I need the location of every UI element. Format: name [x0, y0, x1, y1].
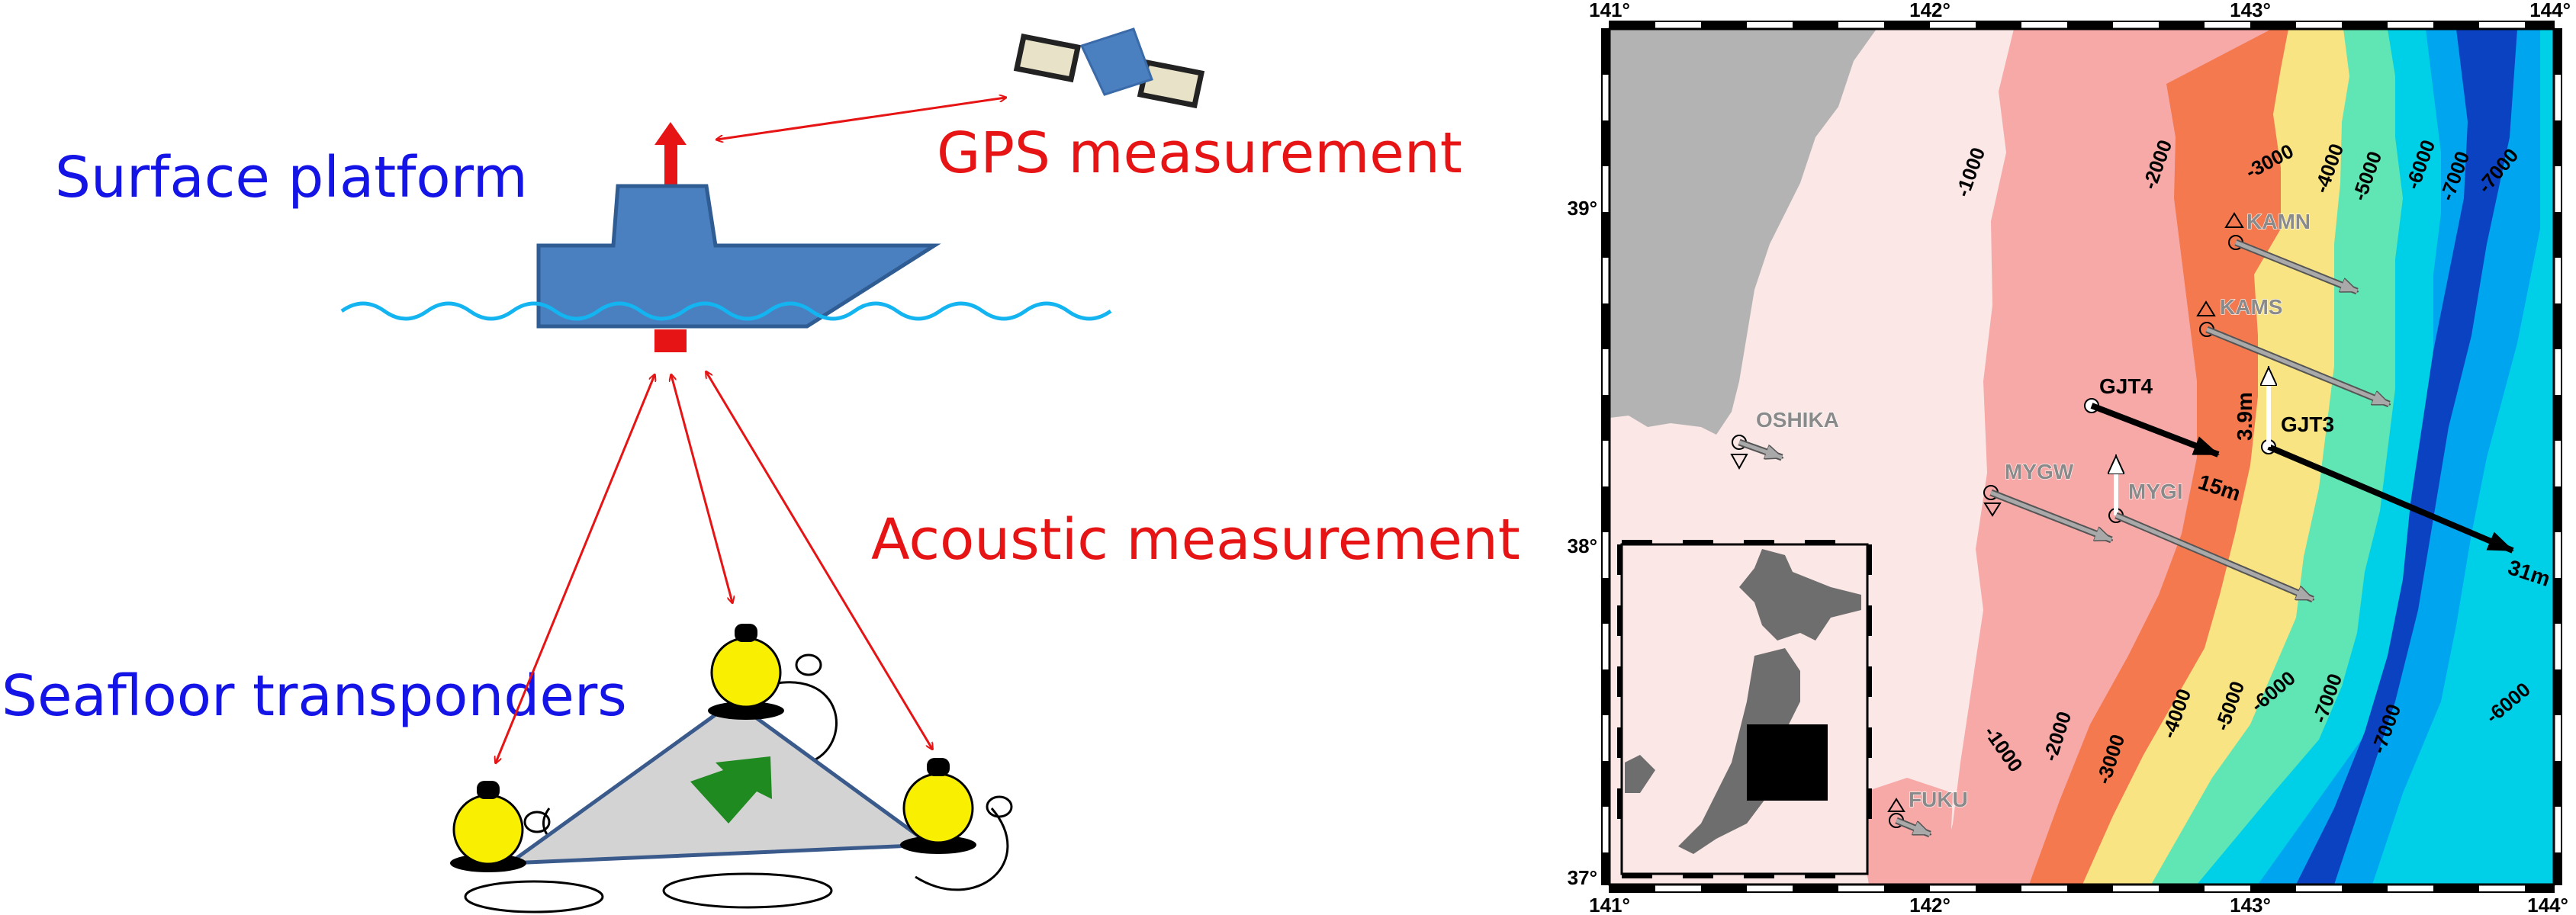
station-mygi: MYGI [2109, 454, 2313, 603]
study-area-box [1747, 724, 1828, 801]
station-mygw: MYGW [1983, 459, 2111, 544]
land-region [1610, 29, 1877, 435]
station-label: OSHIKA [1756, 408, 1839, 432]
lon-tick-bottom: 143° [2230, 894, 2271, 915]
seafloor-network [464, 681, 1009, 913]
surface-platform-label: Surface platform [55, 145, 528, 210]
lon-tick-bottom: 142° [1909, 894, 1950, 915]
lon-tick-top: 143° [2230, 0, 2271, 21]
lat-tick: 37° [1568, 866, 1597, 889]
sea-surface-waves [340, 301, 1112, 321]
station-kams: KAMS [2196, 294, 2389, 408]
lon-tick-top: 144° [2529, 0, 2571, 21]
station-fuku: FUKU [1887, 787, 1968, 838]
lat-tick: 38° [1568, 535, 1597, 557]
gps-measurement-label: GPS measurement [937, 120, 1462, 186]
station-label: KAMS [2220, 295, 2282, 319]
acoustic-measurement-label: Acoustic measurement [871, 507, 1520, 573]
surface-platform-ship [536, 184, 941, 329]
map-frame [1601, 21, 2562, 893]
station-label: KAMN [2246, 210, 2311, 233]
station-oshika: OSHIKA [1730, 407, 1840, 470]
lon-tick-top: 142° [1909, 0, 1950, 21]
inset-map [1617, 540, 1872, 878]
displacement-label: 3.9m [2233, 392, 2256, 441]
station-label: MYGI [2128, 480, 2183, 503]
transducer [654, 329, 687, 352]
station-kamn: KAMN [2224, 209, 2357, 295]
satellite-icon [1013, 27, 1205, 109]
station-label: GJT4 [2099, 374, 2153, 398]
station-gjt3: GJT3 3.9m 31m [2233, 366, 2553, 591]
station-label: MYGW [2005, 460, 2074, 483]
transponder-right [900, 758, 1013, 854]
lon-tick-top: 141° [1589, 0, 1630, 21]
up-arrow-icon [654, 122, 687, 187]
acoustic-rays [496, 372, 932, 762]
station-label: FUKU [1909, 788, 1968, 811]
lon-tick-bottom: 144° [2527, 894, 2568, 915]
lon-tick-bottom: 141° [1589, 894, 1630, 915]
transponder-top [708, 624, 822, 720]
transponder-left [450, 781, 551, 872]
station-label: GJT3 [2281, 413, 2334, 436]
gps-link-arrow [717, 98, 1005, 140]
lat-tick: 39° [1568, 197, 1597, 220]
